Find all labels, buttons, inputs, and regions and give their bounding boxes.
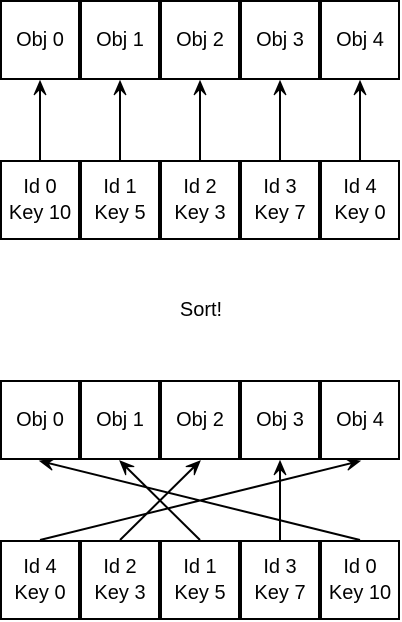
bottom-key-id-0: Id 4 <box>23 556 57 578</box>
top-object-cell-4: Obj 4 <box>320 0 400 80</box>
top-object-cell-3: Obj 3 <box>240 0 320 80</box>
bottom-object-cell-3: Obj 3 <box>240 380 320 460</box>
top-object-cell-2: Obj 2 <box>160 0 240 80</box>
bottom-key-id-3: Id 3 <box>263 556 297 578</box>
bottom-object-label-2: Obj 2 <box>176 409 224 431</box>
bottom-key-value-0: Key 0 <box>14 582 66 604</box>
bottom-arrow-0 <box>39 458 362 541</box>
top-key-id-3: Id 3 <box>263 176 297 198</box>
top-object-label-3: Obj 3 <box>256 29 304 51</box>
top-key-value-0: Key 10 <box>8 202 72 224</box>
top-key-cell-4: Id 4 Key 0 <box>320 160 400 240</box>
bottom-key-id-1: Id 2 <box>103 556 137 578</box>
bottom-key-id-2: Id 1 <box>183 556 217 578</box>
bottom-key-cell-4: Id 0 Key 10 <box>320 540 400 620</box>
bottom-key-value-4: Key 10 <box>328 582 392 604</box>
bottom-arrow-4 <box>38 458 361 541</box>
bottom-key-cell-0: Id 4 Key 0 <box>0 540 80 620</box>
top-key-cell-1: Id 1 Key 5 <box>80 160 160 240</box>
bottom-key-value-3: Key 7 <box>254 582 306 604</box>
bottom-object-cell-2: Obj 2 <box>160 380 240 460</box>
bottom-object-label-4: Obj 4 <box>336 409 384 431</box>
top-key-value-1: Key 5 <box>94 202 146 224</box>
top-key-value-2: Key 3 <box>174 202 226 224</box>
top-object-label-0: Obj 0 <box>16 29 64 51</box>
bottom-object-label-0: Obj 0 <box>16 409 64 431</box>
top-object-label-4: Obj 4 <box>336 29 384 51</box>
top-arrow-4 <box>353 79 367 160</box>
top-key-cell-0: Id 0 Key 10 <box>0 160 80 240</box>
bottom-key-cell-2: Id 1 Key 5 <box>160 540 240 620</box>
bottom-key-value-1: Key 3 <box>94 582 146 604</box>
bottom-object-label-3: Obj 3 <box>256 409 304 431</box>
bottom-arrow-2 <box>119 460 201 541</box>
top-arrow-0 <box>33 79 47 160</box>
top-key-id-2: Id 2 <box>183 176 217 198</box>
top-key-value-3: Key 7 <box>254 202 306 224</box>
top-object-label-2: Obj 2 <box>176 29 224 51</box>
top-key-id-0: Id 0 <box>23 176 57 198</box>
top-key-cell-3: Id 3 Key 7 <box>240 160 320 240</box>
bottom-object-label-1: Obj 1 <box>96 409 144 431</box>
top-object-cell-1: Obj 1 <box>80 0 160 80</box>
top-key-cell-2: Id 2 Key 3 <box>160 160 240 240</box>
top-arrow-2 <box>193 79 207 160</box>
top-object-label-1: Obj 1 <box>96 29 144 51</box>
bottom-arrow-1 <box>119 460 201 541</box>
top-object-cell-0: Obj 0 <box>0 0 80 80</box>
top-arrow-1 <box>113 79 127 160</box>
top-key-id-1: Id 1 <box>103 176 137 198</box>
bottom-object-cell-1: Obj 1 <box>80 380 160 460</box>
sort-label: Sort! <box>179 299 223 321</box>
top-arrow-3 <box>273 79 287 160</box>
bottom-key-value-2: Key 5 <box>174 582 226 604</box>
bottom-object-cell-0: Obj 0 <box>0 380 80 460</box>
bottom-key-id-4: Id 0 <box>343 556 377 578</box>
top-key-value-4: Key 0 <box>334 202 386 224</box>
bottom-object-cell-4: Obj 4 <box>320 380 400 460</box>
bottom-arrow-3 <box>273 459 287 540</box>
bottom-key-cell-1: Id 2 Key 3 <box>80 540 160 620</box>
top-key-id-4: Id 4 <box>343 176 377 198</box>
bottom-key-cell-3: Id 3 Key 7 <box>240 540 320 620</box>
